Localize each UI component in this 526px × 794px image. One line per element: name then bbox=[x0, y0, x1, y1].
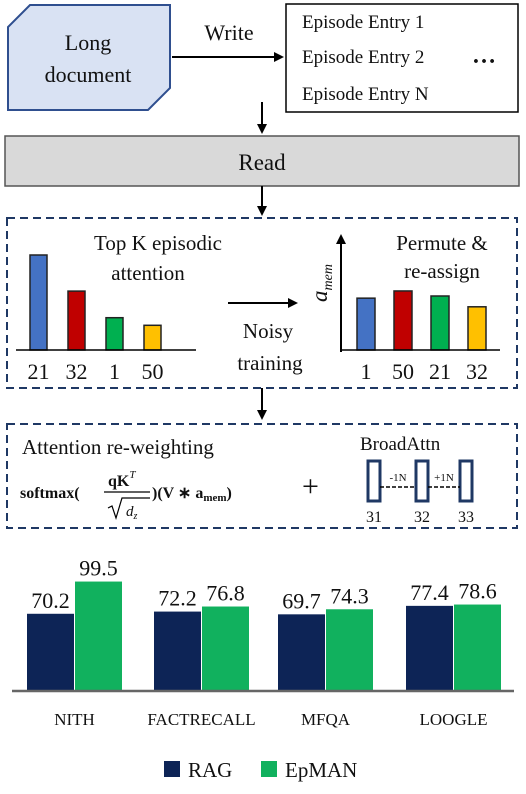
softmax-formula: softmax( qKT dz )(V ∗ amem) bbox=[20, 469, 232, 522]
value-label-epman-mfqa: 74.3 bbox=[330, 583, 369, 608]
bar-epman-factrecall bbox=[202, 606, 249, 691]
bar-epman-mfqa bbox=[326, 609, 373, 691]
doc-label-line2: document bbox=[45, 62, 132, 87]
right-bar-1 bbox=[356, 297, 376, 351]
attention-panel: Attention re-weighting softmax( qKT dz )… bbox=[6, 423, 518, 529]
value-label-epman-nith: 99.5 bbox=[79, 556, 118, 581]
formula-suffix: )(V ∗ amem) bbox=[152, 485, 232, 504]
noisy-label-line1: Noisy bbox=[243, 319, 294, 343]
episode-entry-1: Episode Entry 1 bbox=[302, 12, 424, 33]
right-bar-label-32: 32 bbox=[466, 359, 488, 384]
sqrt-symbol bbox=[107, 497, 150, 520]
category-label-nith: NITH bbox=[54, 710, 95, 729]
left-bar-group: 21 32 1 50 bbox=[28, 254, 164, 384]
right-bar-label-21: 21 bbox=[429, 359, 451, 384]
right-bar-21 bbox=[430, 295, 450, 351]
left-bar-label-50: 50 bbox=[142, 359, 164, 384]
formula-numerator: qKT bbox=[108, 469, 136, 490]
value-label-rag-factrecall: 72.2 bbox=[158, 586, 197, 611]
broadattn-minus: -1N bbox=[389, 472, 406, 484]
top-k-title-line1: Top K episodic bbox=[94, 231, 222, 255]
episode-entries-box: Episode Entry 1 Episode Entry 2 … Episod… bbox=[285, 3, 519, 113]
episodic-panel: Top K episodic attention 21 32 1 50 Noisy t… bbox=[6, 217, 518, 389]
long-document-box: Long document bbox=[7, 4, 171, 111]
formula-prefix: softmax( bbox=[20, 485, 80, 502]
left-bar-label-32: 32 bbox=[66, 359, 88, 384]
chart-legend: RAG EpMAN bbox=[164, 758, 357, 782]
value-label-rag-loogle: 77.4 bbox=[410, 580, 449, 605]
attention-title: Attention re-weighting bbox=[22, 435, 214, 459]
read-box: Read bbox=[4, 135, 520, 187]
broadattn-block-3 bbox=[458, 459, 474, 503]
bar-rag-mfqa bbox=[278, 614, 325, 691]
bar-rag-factrecall bbox=[154, 611, 201, 691]
episode-entry-2: Episode Entry 2 bbox=[302, 47, 424, 68]
legend-label-epman: EpMAN bbox=[285, 758, 357, 782]
broadattn-label-31: 31 bbox=[366, 509, 382, 526]
write-label: Write bbox=[204, 20, 253, 45]
left-bar-21 bbox=[29, 254, 48, 351]
permute-title-line1: Permute & bbox=[396, 231, 488, 255]
right-bar-group: 1 50 21 32 bbox=[356, 290, 488, 384]
bar-rag-nith bbox=[27, 613, 74, 691]
left-bar-1 bbox=[105, 316, 124, 351]
right-bar-label-1: 1 bbox=[361, 359, 372, 384]
amem-axis-label: amem bbox=[307, 264, 336, 302]
broadattn-plus: +1N bbox=[434, 472, 454, 484]
permute-title-line2: re-assign bbox=[404, 259, 480, 283]
legend-swatch-rag bbox=[164, 761, 180, 777]
value-label-rag-nith: 70.2 bbox=[31, 588, 70, 613]
left-bar-label-21: 21 bbox=[28, 359, 50, 384]
left-bar-50 bbox=[143, 324, 162, 351]
value-label-epman-factrecall: 76.8 bbox=[206, 581, 245, 606]
category-label-loogle: LOOGLE bbox=[420, 710, 488, 729]
right-bar-label-50: 50 bbox=[392, 359, 414, 384]
formula-denominator: dz bbox=[126, 504, 138, 522]
plus-sign: + bbox=[302, 470, 319, 503]
broadattn-block-1 bbox=[366, 459, 382, 503]
broadattn-label-32: 32 bbox=[414, 509, 430, 526]
right-bar-32 bbox=[467, 306, 487, 351]
category-label-factrecall: FACTRECALL bbox=[147, 710, 255, 729]
left-bar-32 bbox=[67, 290, 86, 351]
value-label-epman-loogle: 78.6 bbox=[458, 579, 497, 604]
bar-epman-loogle bbox=[454, 604, 501, 691]
broadattn-label-33: 33 bbox=[458, 509, 474, 526]
read-label: Read bbox=[238, 150, 286, 175]
bar-rag-loogle bbox=[406, 605, 453, 691]
left-bar-label-1: 1 bbox=[109, 359, 120, 384]
top-k-title-line2: attention bbox=[111, 261, 185, 285]
bar-epman-nith bbox=[75, 581, 122, 691]
noisy-label-line2: training bbox=[237, 351, 303, 375]
episode-entry-n: Episode Entry N bbox=[302, 84, 429, 105]
ellipsis: … bbox=[472, 43, 496, 69]
legend-label-rag: RAG bbox=[188, 758, 232, 782]
broadattn-block-2 bbox=[414, 459, 430, 503]
broadattn-diagram: BroadAttn -1N +1N 31 32 33 bbox=[360, 434, 474, 526]
value-label-rag-mfqa: 69.7 bbox=[282, 588, 321, 613]
broadattn-title: BroadAttn bbox=[360, 434, 441, 455]
doc-label-line1: Long bbox=[65, 30, 111, 55]
right-bar-50 bbox=[393, 290, 413, 351]
category-label-mfqa: MFQA bbox=[301, 710, 351, 729]
legend-swatch-epman bbox=[261, 761, 277, 777]
